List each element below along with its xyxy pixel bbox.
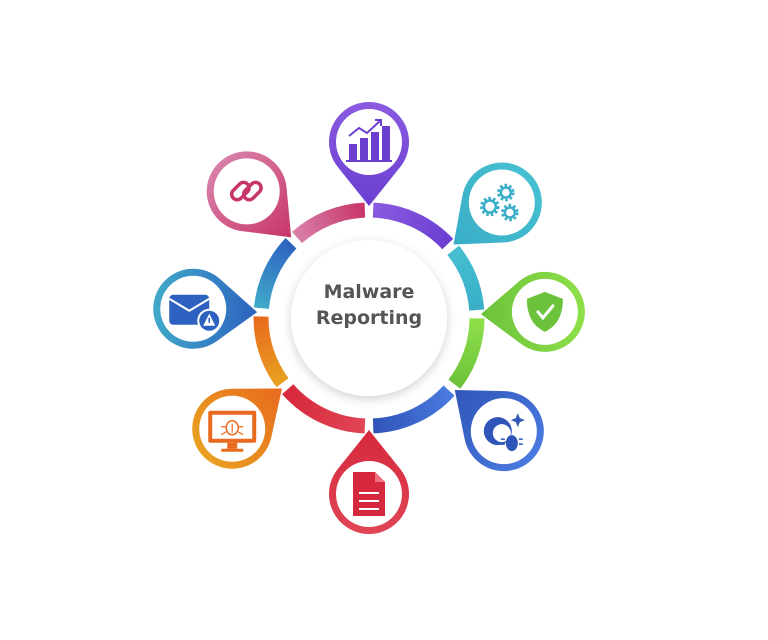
ring-segment-infected-computer [253, 316, 289, 388]
pin-inner-circle [468, 169, 535, 236]
ring-segment-malicious-link [292, 202, 366, 244]
title-line-1: Malware [323, 281, 415, 303]
ring-segment-report [282, 384, 366, 434]
node-analytics[interactable] [329, 102, 409, 206]
node-protection[interactable] [480, 270, 587, 354]
center-title: Malware Reporting [291, 279, 447, 331]
node-infected-computer[interactable] [176, 357, 307, 485]
ring-segment-analytics [372, 202, 454, 250]
ring-segment-protection [448, 318, 485, 389]
node-settings[interactable] [427, 146, 558, 275]
node-report[interactable] [329, 430, 409, 534]
email-warning-icon [168, 294, 222, 333]
link-icon [229, 180, 263, 202]
node-phishing-email[interactable] [151, 267, 259, 352]
node-threat[interactable] [429, 359, 560, 487]
center-circle [291, 240, 447, 396]
ring-segment-settings [447, 245, 485, 311]
monitor-bug-icon [208, 410, 257, 452]
ring-segment-phishing-email [253, 238, 297, 310]
shield-check-icon [526, 291, 563, 332]
ring-segment-threat [372, 385, 455, 434]
title-line-2: Reporting [315, 307, 423, 329]
bar-chart-trend-icon [346, 119, 392, 162]
node-malicious-link[interactable] [190, 135, 320, 265]
bomb-bug-icon [483, 413, 525, 452]
pin-inner-circle [336, 109, 402, 175]
document-icon [353, 472, 385, 516]
